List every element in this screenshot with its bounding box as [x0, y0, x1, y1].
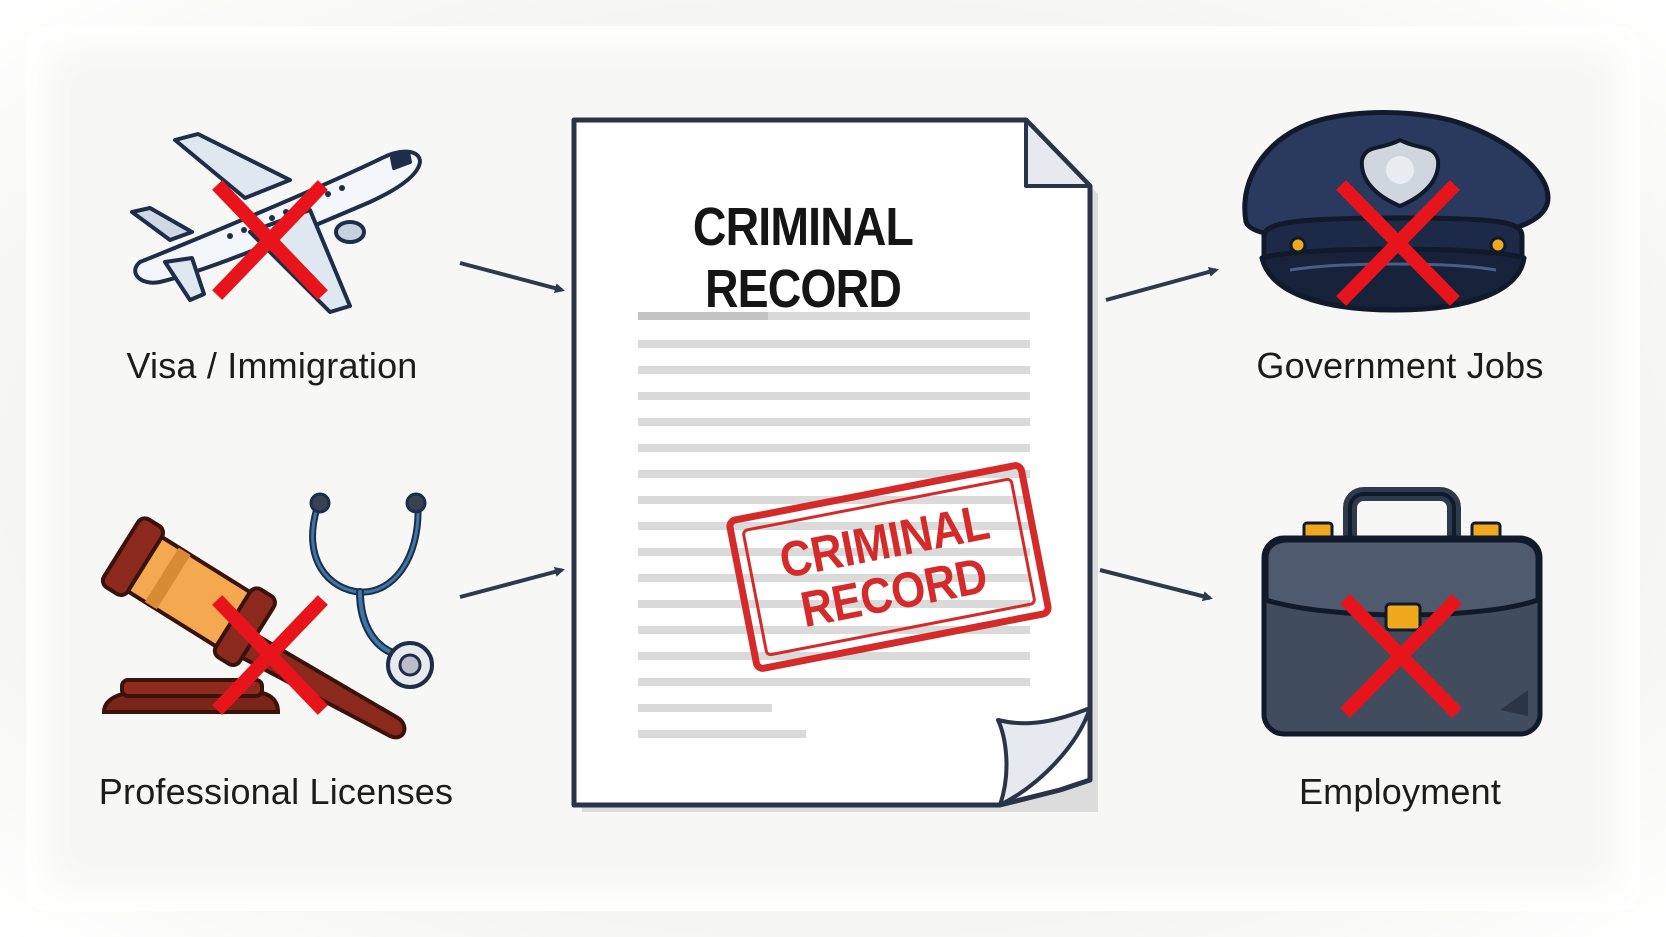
label-employment: Employment	[1298, 771, 1502, 812]
document-icon	[571, 117, 1098, 812]
arrow-document-to-employment	[1099, 568, 1213, 602]
arrow-licenses-to-document	[459, 566, 565, 599]
police-cap-icon	[1242, 110, 1551, 313]
gavel-stethoscope-icon	[100, 492, 434, 740]
document-title: CRIMINAL RECORD	[692, 197, 914, 319]
cross-mark-icon	[1340, 594, 1462, 718]
label-visa-immigration: Visa / Immigration	[126, 345, 418, 386]
label-professional-licenses: Professional Licenses	[98, 771, 454, 812]
airplane-icon	[130, 132, 422, 314]
arrows	[459, 261, 1219, 602]
arrow-document-to-government	[1105, 267, 1219, 302]
briefcase-icon	[1261, 487, 1543, 737]
cross-mark-icon	[212, 595, 328, 715]
cross-mark-icon	[1336, 180, 1460, 306]
arrow-visa-to-document	[459, 261, 565, 294]
label-government-jobs: Government Jobs	[1256, 345, 1544, 386]
cross-mark-icon	[212, 180, 328, 300]
document-text-lines	[638, 312, 1030, 738]
